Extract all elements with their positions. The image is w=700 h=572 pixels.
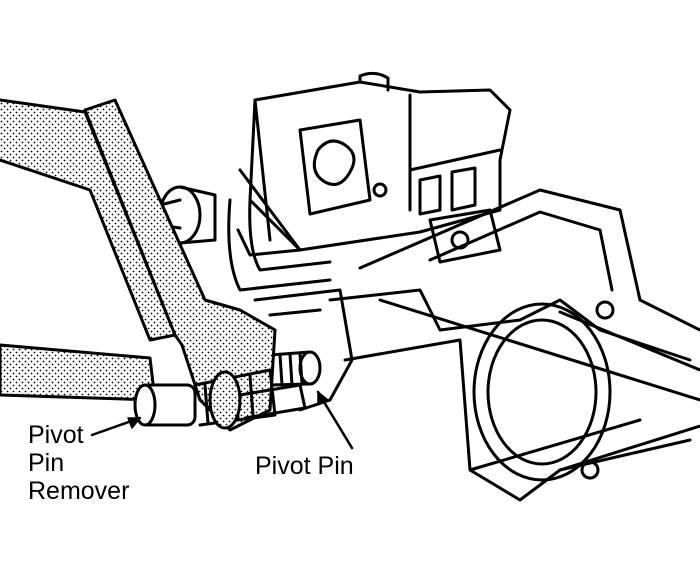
pivot-pin-remover-label: Pivot Pin Remover <box>28 421 129 505</box>
steering-column-housing <box>328 188 700 502</box>
pivot-pin-remover-label-line-1: Pivot <box>28 421 84 449</box>
pivot-pin <box>268 350 322 387</box>
leader-arrowhead-pivot-pin-remover <box>127 417 141 429</box>
open-end-wrench <box>0 98 277 432</box>
lock-housing <box>236 71 512 257</box>
pivot-pin-remover-tool <box>0 343 307 430</box>
leader-arrowhead-pivot-pin <box>317 391 329 406</box>
pivot-pin-remover-label-line-3: Remover <box>28 477 130 505</box>
pivot-pin-label: Pivot Pin <box>255 452 354 480</box>
pivot-pin-remover-label-line-2: Pin <box>28 449 65 477</box>
